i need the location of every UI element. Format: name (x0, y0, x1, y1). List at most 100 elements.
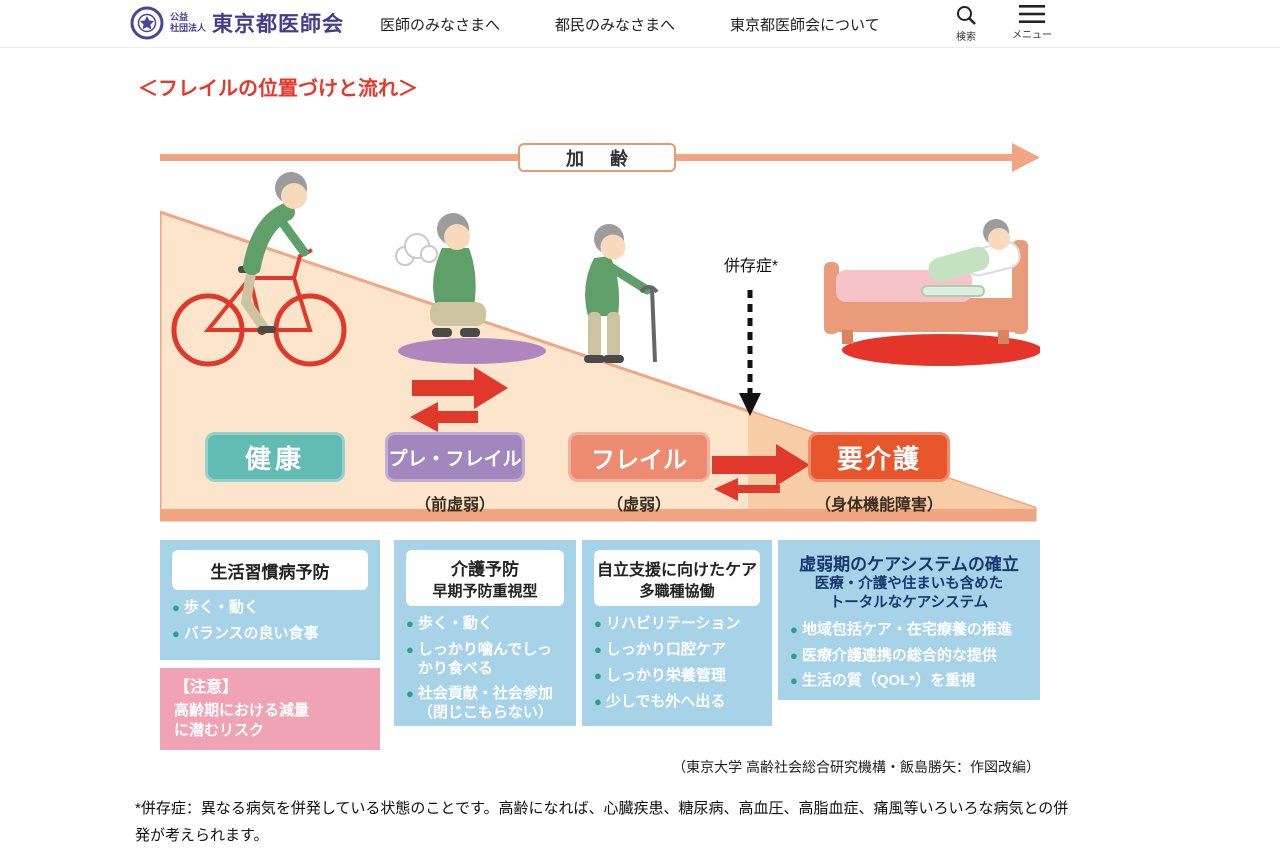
footnote-line: 発が考えられます。 (135, 827, 269, 844)
bullet-item: ● 地域包括ケア・在宅療養の推進 (790, 621, 1028, 640)
hamburger-icon (1019, 5, 1045, 23)
bullet-dot: ● (594, 641, 602, 657)
bullet-text: しっかり噛んでしっかり食べる (417, 640, 553, 677)
info-box-title: 自立支援に向けたケア (596, 561, 757, 579)
site-logo[interactable]: 公益 社団法人 東京都医師会 (130, 6, 344, 40)
info-box-subtitle: トータルなケアシステム (829, 594, 989, 611)
menu-label: メニュー (1012, 30, 1052, 41)
bullet-dot: ● (406, 616, 414, 631)
aging-label: 加齢 (518, 143, 676, 172)
bed-shadow-ellipse (842, 334, 1040, 366)
bullet-dot: ● (406, 641, 414, 657)
stage-sub-prefrail: （前虚弱） (414, 497, 495, 514)
bullet-item: ● 社会貢献・社会参加（閉じこもらない） (406, 685, 564, 723)
bedridden-man-illustration (824, 219, 1028, 344)
bullet-dot: ● (594, 693, 602, 709)
bullet-dot: ● (172, 625, 180, 641)
bullet-item: ● 歩く・動く (406, 615, 564, 634)
bullet-text: リハビリテーション (605, 615, 741, 632)
info-box-subtitle: 医療・介護や住まいも含めた (814, 576, 1004, 592)
site-header: 公益 社団法人 東京都医師会 医師のみなさまへ 都民のみなさまへ 東京都医師会に… (0, 0, 1280, 48)
main-nav: 医師のみなさまへ 都民のみなさまへ 東京都医師会について (380, 0, 880, 48)
menu-button[interactable]: メニュー (1002, 4, 1062, 41)
bullet-text: 歩く・動く (183, 599, 259, 616)
nav-item-about[interactable]: 東京都医師会について (730, 16, 880, 34)
bullet-dot: ● (790, 647, 798, 663)
bullet-list: ● 歩く・動く ● バランスの良い食事 (172, 599, 368, 644)
bullet-text: バランスの良い食事 (183, 624, 319, 642)
tired-man-illustration (395, 213, 486, 337)
info-box-title: 生活習慣病予防 (210, 562, 330, 582)
search-button[interactable]: 検索 (938, 4, 994, 43)
bullet-dot: ● (594, 667, 602, 683)
nav-item-doctors[interactable]: 医師のみなさまへ (380, 16, 501, 34)
bullet-list: ● 地域包括ケア・在宅療養の推進 ● 医療介護連携の総合的な提供 ● 生活の質（… (790, 621, 1028, 692)
bullet-item: ● 生活の質（QOL*）を重視 (790, 672, 1028, 691)
bullet-text: しっかり栄養管理 (605, 666, 726, 684)
bullet-item: ● リハビリテーション (594, 615, 760, 634)
info-box-heading: 自立支援に向けたケア 多職種協働 (594, 550, 760, 606)
logo-emblem-icon (130, 6, 164, 40)
transition-arrows-care (712, 444, 810, 501)
cane-man-illustration (584, 224, 659, 363)
stage-sub-care: （身体機能障害） (814, 497, 943, 514)
info-box-care-system: 虚弱期のケアシステムの確立 医療・介護や住まいも含めた トータルなケアシステム … (778, 540, 1040, 700)
info-box-title: 介護予防 (451, 560, 519, 579)
bullet-list: ● リハビリテーション ● しっかり口腔ケア ● しっかり栄養管理 ● 少しでも… (594, 615, 760, 711)
org-type-label: 公益 社団法人 (170, 12, 206, 34)
bullet-item: ● バランスの良い食事 (172, 625, 368, 644)
bullet-text: 地域包括ケア・在宅療養の推進 (801, 620, 1012, 638)
bullet-text: しっかり口腔ケア (605, 640, 726, 658)
info-box-care-prevention: 介護予防 早期予防重視型 ● 歩く・動く ● しっかり噛んでしっかり食べる ● … (394, 540, 576, 726)
footnote-line: *併存症：異なる病気を併発している状態のことです。高齢になれば、心臓疾患、糖尿病… (135, 800, 1069, 817)
info-box-title: 虚弱期のケアシステムの確立 (799, 555, 1019, 574)
caution-line: 高齢期における減量 (174, 701, 310, 719)
bullet-text: 医療介護連携の総合的な提供 (801, 646, 997, 664)
bullet-text: 歩く・動く (417, 615, 493, 632)
transition-arrows-prefrail (410, 367, 508, 432)
comorbidity-label: 併存症* (723, 258, 779, 275)
bullet-dot: ● (172, 600, 180, 615)
search-label: 検索 (956, 32, 976, 43)
bullet-dot: ● (790, 673, 798, 689)
caution-heading: 【注意】 (174, 679, 239, 696)
org-name: 東京都医師会 (212, 13, 345, 36)
org-type-line2: 社団法人 (170, 23, 207, 33)
stage-care: 要介護 (808, 432, 950, 482)
info-box-subtitle: 多職種協働 (639, 582, 715, 600)
bullet-item: ● 少しでも外へ出る (594, 693, 760, 712)
diagram-credit: （東京大学 高齢社会総合研究機構・飯島勝矢：作図改編） (672, 759, 1040, 775)
info-box-heading: 生活習慣病予防 (172, 550, 368, 590)
cyclist-illustration (171, 172, 347, 367)
nav-item-citizens[interactable]: 都民のみなさまへ (555, 16, 676, 34)
bullet-text: 少しでも外へ出る (605, 692, 726, 710)
info-box-lifestyle-prevention: 生活習慣病予防 ● 歩く・動く ● バランスの良い食事 (160, 540, 380, 660)
bullet-item: ● 医療介護連携の総合的な提供 (790, 647, 1028, 666)
bullet-text: 社会貢献・社会参加（閉じこもらない） (417, 685, 553, 722)
info-box-subtitle: 早期予防重視型 (432, 583, 538, 600)
bullet-item: ● 歩く・動く (172, 599, 368, 618)
caution-line: に潜むリスク (174, 721, 265, 739)
stage-frail: フレイル (568, 432, 710, 482)
stage-prefrail: プレ・フレイル (385, 432, 525, 482)
stage-healthy: 健康 (205, 432, 345, 482)
bullet-dot: ● (594, 616, 602, 631)
frailty-diagram: 加齢 併存症* 健康 プレ・フレイル フレイル 要介護 （前虚弱） （虚弱） （… (160, 140, 1040, 535)
bullet-item: ● しっかり噛んでしっかり食べる (406, 641, 564, 679)
page-title: ＜フレイルの位置づけと流れ＞ (138, 78, 418, 100)
comorbidity-arrow (739, 290, 761, 416)
bullet-item: ● しっかり栄養管理 (594, 667, 760, 686)
bullet-dot: ● (406, 686, 414, 702)
org-type-line1: 公益 (170, 12, 189, 23)
search-icon (957, 6, 976, 25)
bullet-item: ● しっかり口腔ケア (594, 641, 760, 660)
stage-sub-frail: （虚弱） (606, 497, 671, 514)
caution-box: 【注意】 高齢期における減量 に潜むリスク (160, 668, 380, 750)
bullet-list: ● 歩く・動く ● しっかり噛んでしっかり食べる ● 社会貢献・社会参加（閉じこ… (406, 615, 564, 723)
bullet-dot: ● (790, 621, 798, 637)
prefrail-ellipse (398, 338, 546, 364)
info-box-independence-support: 自立支援に向けたケア 多職種協働 ● リハビリテーション ● しっかり口腔ケア … (582, 540, 772, 726)
comorbidity-footnote: *併存症：異なる病気を併発している状態のことです。高齢になれば、心臓疾患、糖尿病… (135, 795, 1165, 849)
bullet-text: 生活の質（QOL*）を重視 (801, 672, 976, 690)
